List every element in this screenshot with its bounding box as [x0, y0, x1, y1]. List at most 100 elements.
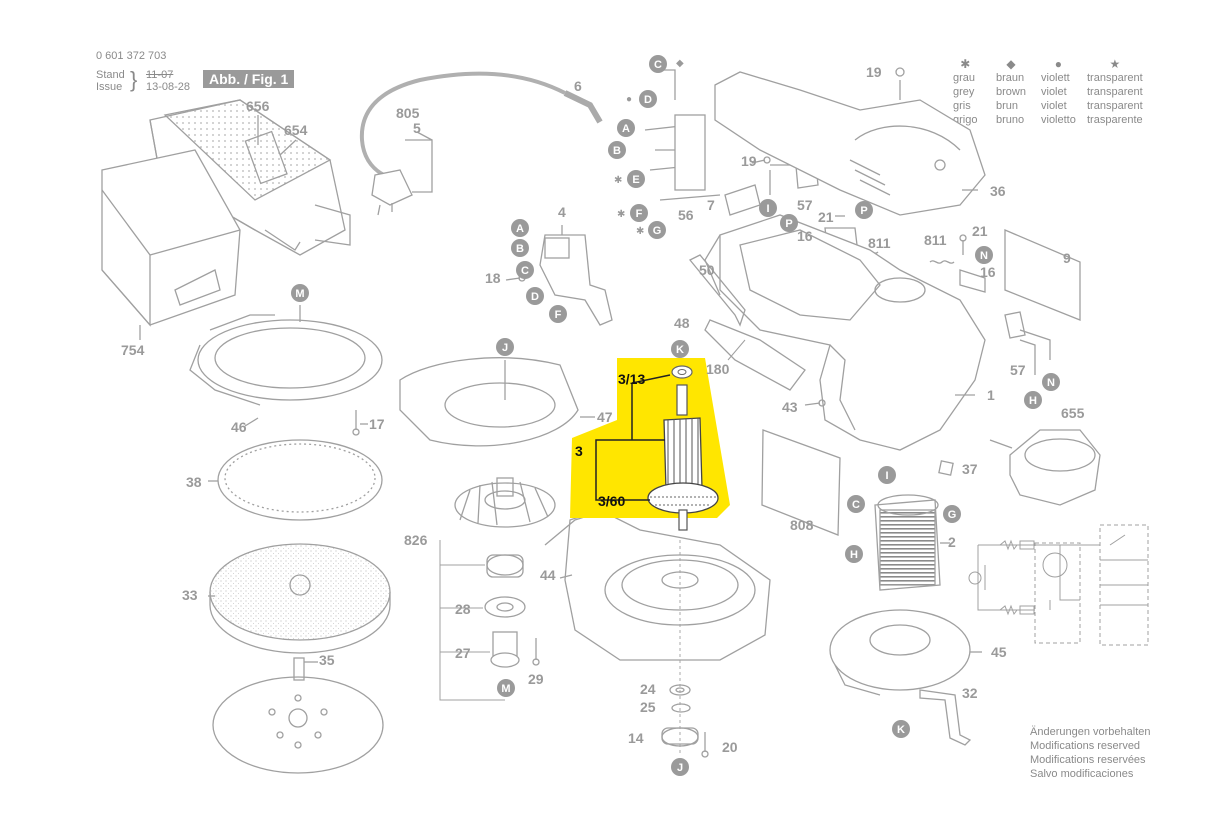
letter-tag-J: J — [671, 758, 689, 776]
plug-655 — [989, 429, 1101, 506]
part-number-656: 656 — [246, 98, 270, 114]
svg-text:D: D — [531, 291, 539, 303]
part-number-9: 9 — [1063, 250, 1071, 266]
part-number-2: 2 — [948, 534, 956, 550]
part-number-754: 754 — [121, 342, 145, 358]
part-number-38: 38 — [186, 474, 202, 490]
svg-text:C: C — [654, 59, 662, 71]
part-number-7: 7 — [707, 197, 715, 213]
part-number-20: 20 — [722, 739, 738, 755]
letter-tag-I: I — [759, 199, 777, 217]
screw-20 — [701, 732, 709, 758]
svg-text:N: N — [980, 250, 988, 262]
letter-tag-G: G — [943, 505, 961, 523]
letter-tag-P: P — [855, 201, 873, 219]
part-number-36: 36 — [990, 183, 1006, 199]
highlight-label-bottom: 3/60 — [598, 493, 625, 509]
legend-line: transparent — [1087, 86, 1143, 98]
letter-tag-B: B — [608, 141, 626, 159]
part-number-17: 17 — [369, 416, 385, 432]
bearing-28a — [486, 554, 524, 578]
svg-text:I: I — [766, 203, 769, 215]
dot-icon: ● — [1054, 57, 1063, 71]
svg-text:J: J — [677, 762, 683, 774]
part-number-47: 47 — [597, 409, 613, 425]
part-number-33: 33 — [182, 587, 198, 603]
part-number-43: 43 — [782, 399, 798, 415]
svg-text:E: E — [632, 174, 639, 186]
legend-line: brown — [996, 86, 1026, 98]
letter-tag-H: H — [1024, 391, 1042, 409]
part-number-21: 21 — [818, 209, 834, 225]
asterisk-icon: ✱ — [960, 57, 971, 71]
legend-line: violet — [1041, 86, 1067, 98]
letter-tag-K: K — [671, 340, 689, 358]
washer-25 — [671, 703, 691, 713]
letter-tag-M: M — [291, 284, 309, 302]
switch-4 — [539, 225, 613, 326]
part-number-56: 56 — [678, 207, 694, 223]
part-number-14: 14 — [628, 730, 644, 746]
part-37 — [938, 460, 954, 476]
washer-28 — [484, 596, 526, 618]
label-808 — [761, 429, 841, 536]
part-number-37: 37 — [962, 461, 978, 477]
svg-text:D: D — [644, 94, 652, 106]
issue-label: Issue — [96, 81, 123, 93]
svg-text:K: K — [897, 724, 905, 736]
star-icon: ★ — [1109, 57, 1121, 71]
legend-line: transparent — [1087, 100, 1143, 112]
legend-transparent: ★ transparent transparent transparent tr… — [1087, 57, 1143, 127]
letter-tag-J: J — [496, 338, 514, 356]
brush-57b — [1004, 311, 1051, 375]
wrench-32 — [919, 689, 972, 746]
part-number-46: 46 — [231, 419, 247, 435]
letter-tag-D: D — [526, 287, 544, 305]
stand-label: Stand — [96, 69, 125, 81]
part-number-28: 28 — [455, 601, 471, 617]
legend-violet: ● violett violet violet violetto — [1041, 57, 1076, 127]
screw-29 — [532, 638, 540, 666]
cover-47 — [399, 357, 595, 447]
part-number-5: 5 — [413, 120, 421, 136]
fan-826 — [454, 477, 556, 528]
part-number-50: 50 — [699, 262, 715, 278]
part-number-57: 57 — [1010, 362, 1026, 378]
footnote-line: Modifications reservées — [1030, 754, 1146, 766]
legend-line: grau — [953, 72, 976, 84]
letter-tag-B: B — [511, 239, 529, 257]
part-number-6: 6 — [574, 78, 582, 94]
part-number-4: 4 — [558, 204, 566, 220]
legend-line: brun — [996, 100, 1019, 112]
field-coil-2 — [874, 494, 950, 591]
handle-50 — [688, 254, 746, 327]
svg-text:G: G — [653, 225, 662, 237]
part-number-16: 16 — [980, 264, 996, 280]
screw-17 — [352, 410, 368, 436]
letter-tag-P: P — [780, 214, 798, 232]
letter-tag-M: M — [497, 679, 515, 697]
part-number-1: 1 — [987, 387, 995, 403]
legend-line: trasparente — [1087, 114, 1143, 126]
letter-tag-A: A — [617, 119, 635, 137]
leader-654 — [279, 139, 297, 156]
svg-text:A: A — [622, 123, 630, 135]
color-marker-icon: ✱ — [636, 226, 644, 237]
part-number-811: 811 — [924, 232, 947, 248]
highlight-label-group: 3 — [575, 443, 583, 459]
legend-grey: ✱ grau grey gris grigo — [953, 57, 977, 127]
part-number-18: 18 — [485, 270, 501, 286]
letter-tag-G: G — [648, 221, 666, 239]
legend-brown: ◆ braun brown brun bruno — [996, 57, 1026, 127]
part-number-19: 19 — [866, 64, 882, 80]
color-marker-icon: ● — [626, 94, 632, 105]
letter-tag-C: C — [847, 495, 865, 513]
sanding-sheet-35 — [212, 657, 384, 774]
legend-line: gris — [953, 100, 971, 112]
svg-text:I: I — [885, 470, 888, 482]
part-number-811: 811 — [868, 235, 891, 251]
letter-tag-F: F — [630, 204, 648, 222]
svg-text:N: N — [1047, 377, 1055, 389]
svg-text:F: F — [555, 309, 562, 321]
old-date: 11-07 — [146, 69, 174, 81]
